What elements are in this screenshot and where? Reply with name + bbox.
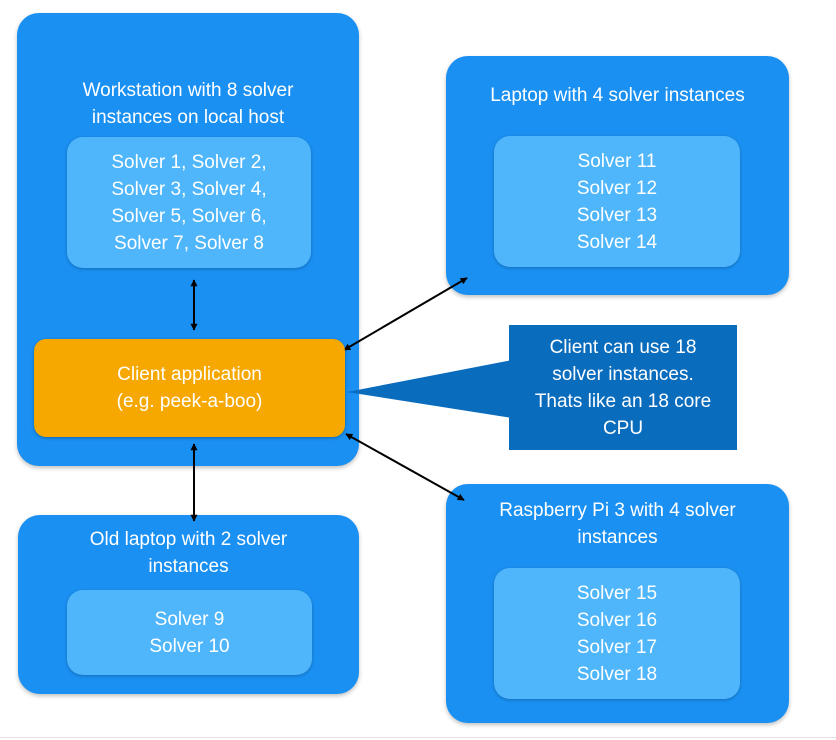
solver-line: Solver 17 <box>576 636 658 658</box>
raspberry-pi-title: Raspberry Pi 3 with 4 solver instances <box>499 500 736 548</box>
callout-pointer <box>347 360 512 418</box>
solver-line: Solver 12 <box>576 177 658 199</box>
client-application-box: Client application (e.g. peek-a-boo) <box>34 339 345 437</box>
solver-line: Solver 5, Solver 6, <box>111 205 267 227</box>
workstation-solver-box: Solver 1, Solver 2, Solver 3, Solver 4, … <box>67 137 311 268</box>
laptop-title: Laptop with 4 solver instances <box>490 85 745 106</box>
old-laptop-solver-box: Solver 9 Solver 10 <box>67 590 312 675</box>
laptop-node: Laptop with 4 solver instances Solver 11… <box>446 56 789 295</box>
laptop-solver-box: Solver 11 Solver 12 Solver 13 Solver 14 <box>494 136 740 267</box>
bottom-divider <box>0 737 836 738</box>
solver-line: Solver 15 <box>576 582 658 604</box>
solver-line: Solver 11 <box>577 150 657 172</box>
solver-line: Solver 9 <box>154 608 225 630</box>
arrow-client-raspberry-pi <box>345 433 465 501</box>
raspberry-pi-solver-box: Solver 15 Solver 16 Solver 17 Solver 18 <box>494 568 740 699</box>
old-laptop-node: Old laptop with 2 solver instances Solve… <box>18 515 359 694</box>
old-laptop-title: Old laptop with 2 solver instances <box>89 529 288 577</box>
solver-line: Solver 7, Solver 8 <box>114 232 264 254</box>
solver-line: Solver 1, Solver 2, <box>111 151 267 173</box>
callout-line: Client can use 18 <box>549 336 697 358</box>
raspberry-pi-node: Raspberry Pi 3 with 4 solver instances S… <box>446 484 789 723</box>
arrow-client-laptop <box>343 277 468 351</box>
solver-line: Solver 3, Solver 4, <box>111 178 267 200</box>
callout-line: Thats like an 18 core <box>534 390 712 412</box>
client-line: Client application <box>117 364 262 385</box>
solver-line: Solver 18 <box>576 663 658 685</box>
solver-line: Solver 13 <box>576 204 658 226</box>
callout-box: Client can use 18 solver instances. That… <box>509 325 737 450</box>
callout-line: CPU <box>602 417 644 439</box>
solver-line: Solver 14 <box>576 231 658 253</box>
callout-line: solver instances. <box>552 363 694 385</box>
solver-line: Solver 10 <box>149 635 230 657</box>
solver-line: Solver 16 <box>576 609 658 631</box>
client-line: (e.g. peek-a-boo) <box>116 391 263 412</box>
workstation-title: Workstation with 8 solver instances on l… <box>82 80 294 128</box>
